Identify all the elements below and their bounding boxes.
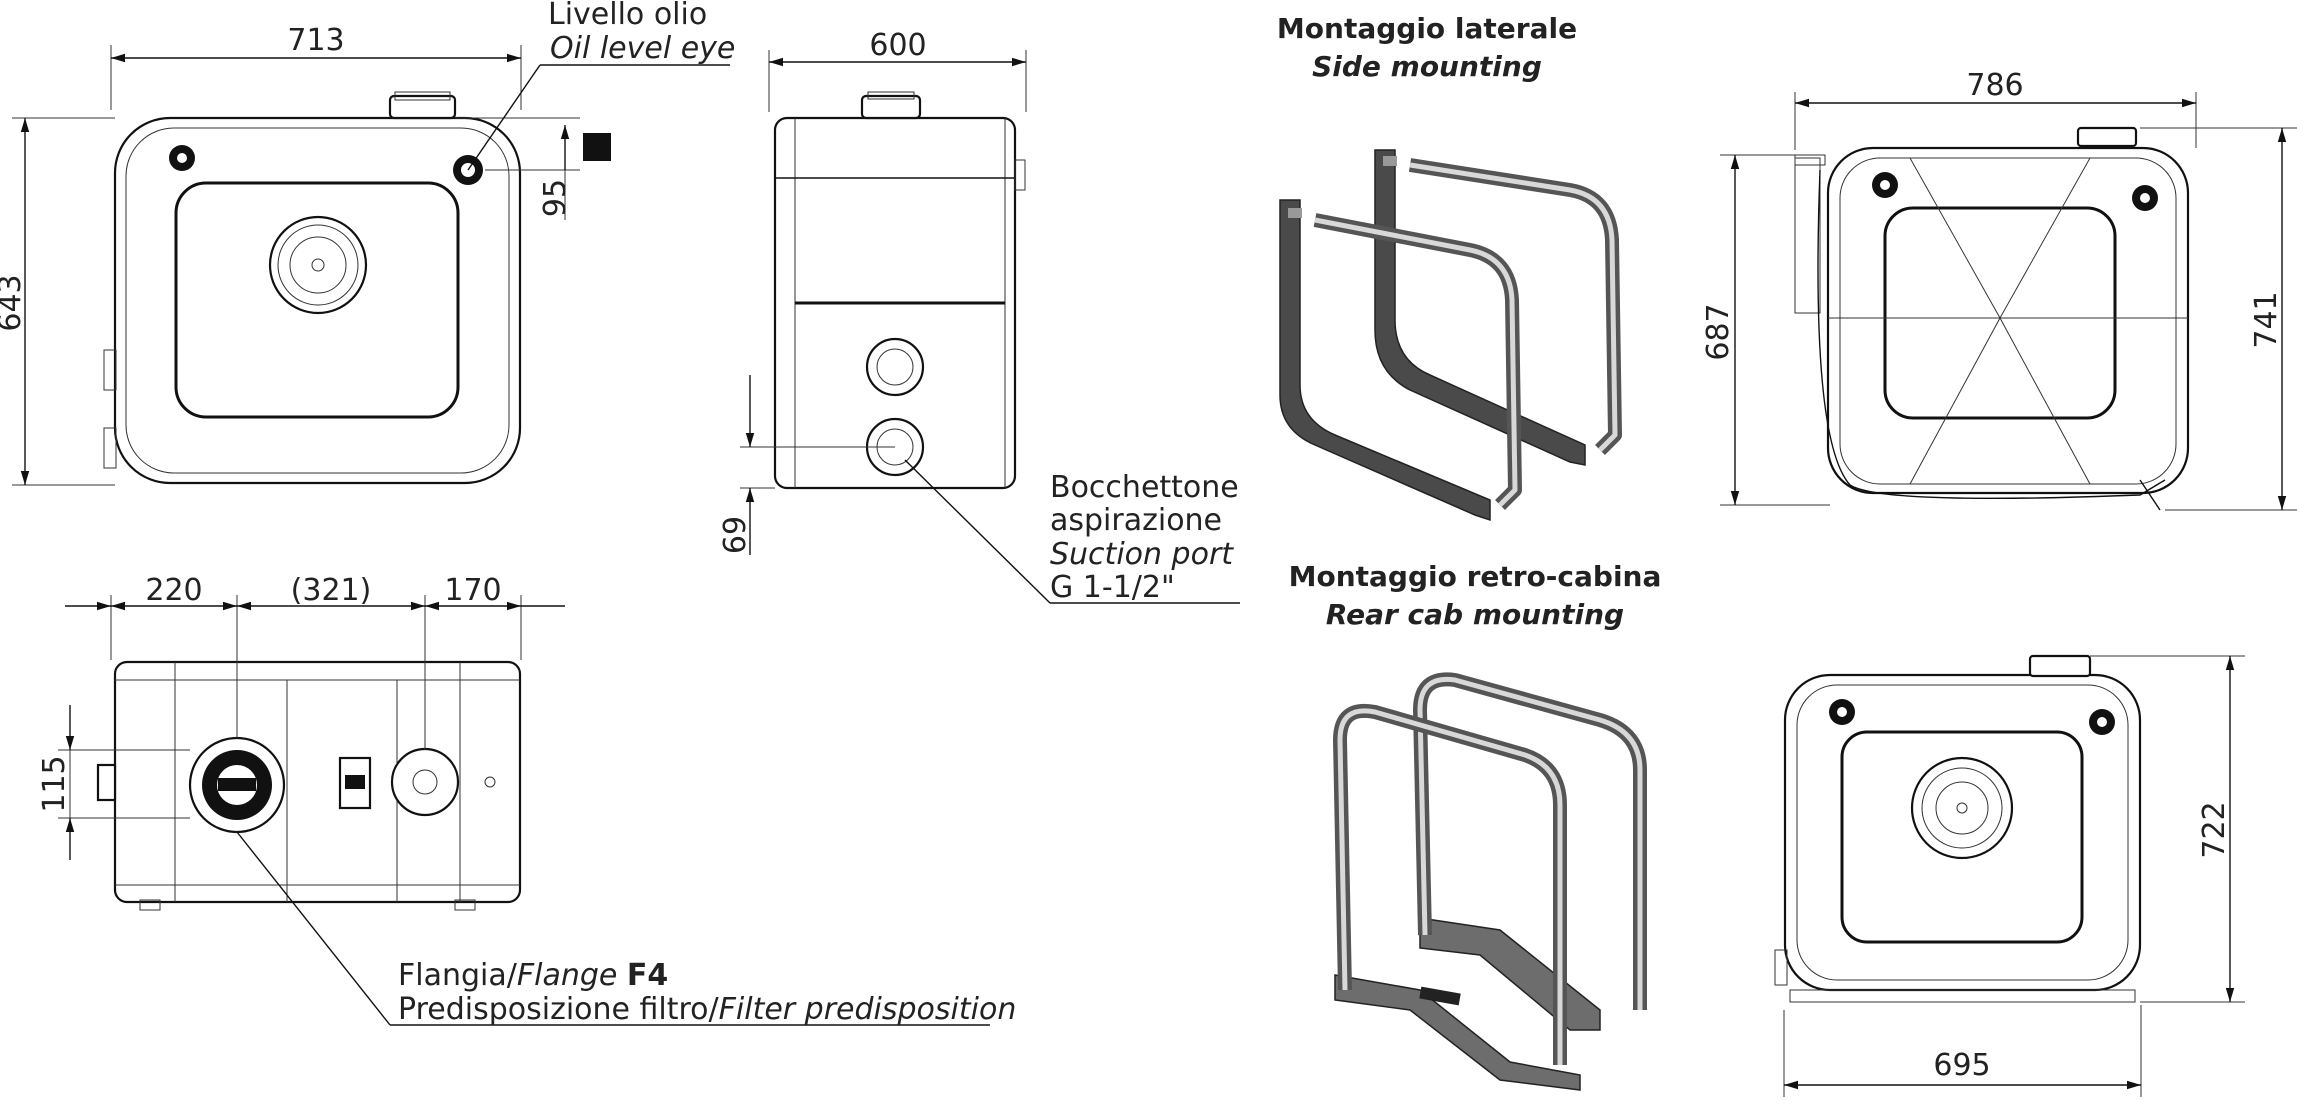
side-mounting-section: Montaggio laterale Side mounting	[1277, 12, 2297, 522]
rear-mounting-title-en: Rear cab mounting	[1326, 598, 1624, 631]
suction-label-en: Suction port	[1050, 537, 1234, 572]
top-view-dimensions: 713 643 95 Livello olio Oil level eye	[0, 0, 735, 486]
tank-side-view	[773, 91, 1026, 490]
flange-code: F4	[627, 958, 668, 993]
dim-643: 643	[0, 274, 28, 331]
filter-label-en: Filter predisposition	[719, 992, 1017, 1027]
side-mount-dimensions: 786 687 741	[1701, 68, 2297, 511]
dim-321: (321)	[291, 573, 372, 608]
tank-front-view	[96, 660, 522, 911]
dim-600: 600	[869, 28, 926, 63]
front-view-dimensions: 220 (321) 170 115 Flangia/Flange F4 Pred…	[37, 573, 1016, 1027]
dim-687: 687	[1701, 303, 1736, 360]
dim-786: 786	[1966, 68, 2023, 103]
flange-label-it: Flangia/	[398, 958, 518, 993]
suction-label-it-2: aspirazione	[1050, 503, 1222, 538]
dim-695: 695	[1933, 1048, 1990, 1083]
rear-mount-dimensions: 695 722	[1783, 655, 2245, 1097]
side-mounting-title-en: Side mounting	[1312, 50, 1542, 83]
flange-label-en: Flange	[517, 958, 618, 993]
dim-220: 220	[145, 573, 202, 608]
filter-label-it: Predisposizione filtro/	[398, 992, 720, 1027]
side-mount-brackets-illustration	[1279, 149, 1622, 522]
dim-713: 713	[287, 23, 344, 58]
dim-115: 115	[37, 755, 72, 812]
flange-label: Flangia/Flange F4	[398, 958, 668, 993]
dim-722: 722	[2197, 801, 2232, 858]
tank-side-mount-view	[1794, 126, 2190, 511]
dim-95: 95	[538, 179, 573, 217]
suction-thread: G 1-1/2"	[1050, 570, 1175, 605]
side-view-dimensions: 600 69 Bocchettone aspirazione Suction p…	[718, 28, 1240, 605]
rear-mount-brackets-illustration	[1333, 672, 1647, 1091]
dim-170: 170	[444, 573, 501, 608]
dim-69: 69	[718, 516, 753, 554]
side-mounting-title-it: Montaggio laterale	[1277, 12, 1577, 45]
tank-top-view	[103, 91, 522, 485]
oil-level-label-it: Livello olio	[548, 0, 707, 32]
suction-label-it-1: Bocchettone	[1050, 470, 1239, 505]
filter-label: Predisposizione filtro/Filter predisposi…	[398, 992, 1016, 1027]
oil-level-label-en: Oil level eye	[550, 31, 735, 66]
rear-mounting-section: Montaggio retro-cabina Rear cab mounting	[1289, 560, 2245, 1097]
datum-square-icon	[583, 133, 611, 161]
tank-rear-mount-view	[1774, 654, 2142, 1003]
rear-mounting-title-it: Montaggio retro-cabina	[1289, 560, 1662, 593]
dim-741: 741	[2249, 291, 2284, 348]
